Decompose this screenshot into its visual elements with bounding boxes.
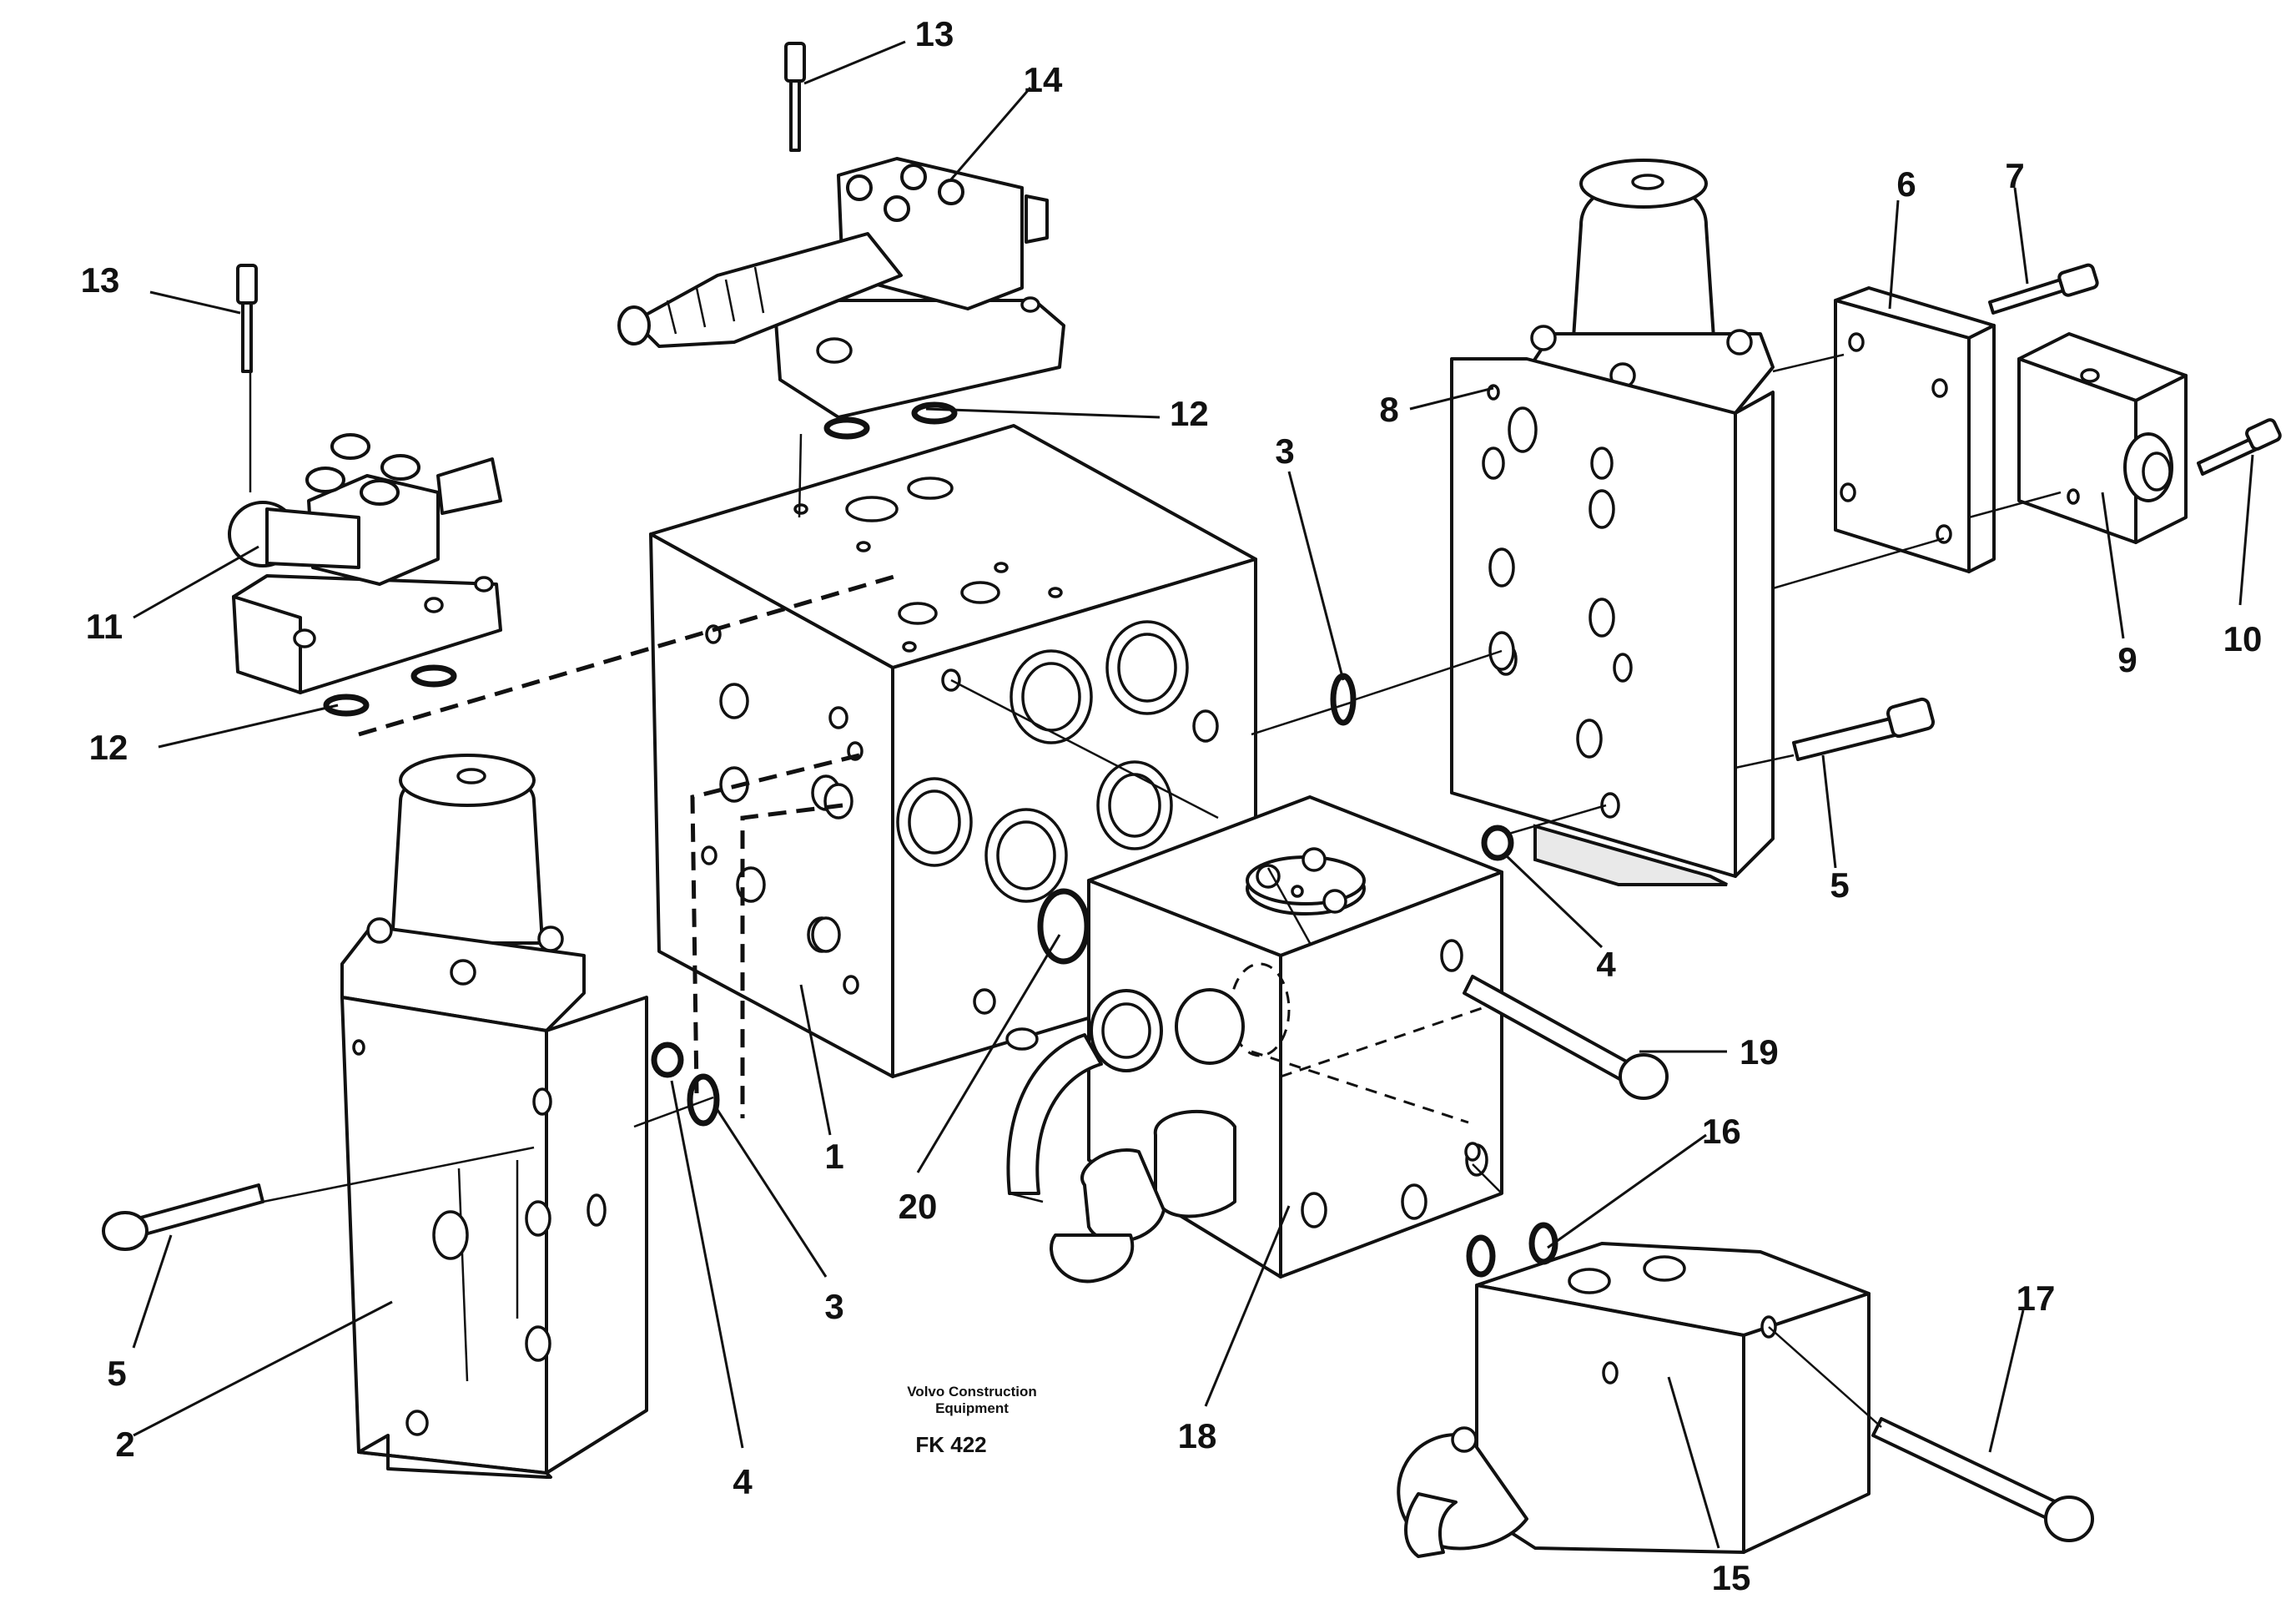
caption-code: FK 422 (915, 1432, 986, 1457)
callout-11: 11 (86, 607, 123, 646)
callout-20: 20 (899, 1187, 938, 1226)
bolt-17 (1871, 1417, 2094, 1542)
callout-12-upper: 12 (1170, 394, 1209, 433)
callout-8: 8 (1379, 390, 1398, 429)
callout-13-left: 13 (81, 260, 120, 300)
pilot-unit (2017, 332, 2188, 544)
bolt-7 (1988, 263, 2099, 315)
callout-labels: 1 2 3 3 4 4 5 5 6 7 8 9 10 11 12 12 13 1… (81, 14, 2263, 1597)
pilot-valve-left (228, 433, 502, 694)
caption-maker-line1: Volvo Construction (907, 1384, 1037, 1400)
bolt-10 (2197, 418, 2282, 476)
pressure-valve-left (340, 754, 648, 1479)
callout-4-left: 4 (733, 1462, 753, 1501)
callout-9: 9 (2117, 640, 2137, 679)
callout-5-right: 5 (1830, 865, 1849, 905)
pressure-valve-right (1450, 159, 1775, 886)
callout-16: 16 (1702, 1112, 1741, 1151)
callout-14: 14 (1024, 60, 1063, 99)
leader-lines (132, 40, 2254, 1549)
lower-right-valve (1397, 1242, 1871, 1558)
callout-13-top: 13 (915, 14, 954, 53)
callout-6: 6 (1896, 164, 1916, 204)
callout-4-right: 4 (1596, 945, 1616, 984)
callout-10: 10 (2223, 619, 2263, 658)
callout-19: 19 (1740, 1032, 1779, 1072)
callout-12-lower: 12 (89, 728, 128, 767)
callout-3-upper: 3 (1275, 431, 1294, 471)
middle-block (1005, 795, 1503, 1284)
bolt-5-right (1792, 697, 1936, 761)
callout-7: 7 (2005, 156, 2024, 195)
assembly-dash-lines (249, 353, 2062, 1428)
pilot-valve-top (617, 157, 1065, 419)
callout-2: 2 (115, 1425, 134, 1464)
callout-3-lower: 3 (824, 1287, 843, 1326)
callout-18: 18 (1178, 1416, 1217, 1455)
callout-1: 1 (824, 1137, 843, 1176)
diagram-caption: Volvo Construction Equipment FK 422 (907, 1384, 1037, 1457)
callout-15: 15 (1712, 1558, 1751, 1597)
caption-maker-line2: Equipment (935, 1400, 1009, 1416)
bolt-19 (1463, 975, 1669, 1100)
callout-17: 17 (2017, 1279, 2056, 1318)
callout-5-left: 5 (107, 1354, 126, 1393)
bolt-13-left (236, 264, 258, 373)
bolt-5-left (102, 1183, 264, 1251)
bolt-13-top (784, 42, 806, 152)
adapter-plate (1834, 286, 1996, 573)
